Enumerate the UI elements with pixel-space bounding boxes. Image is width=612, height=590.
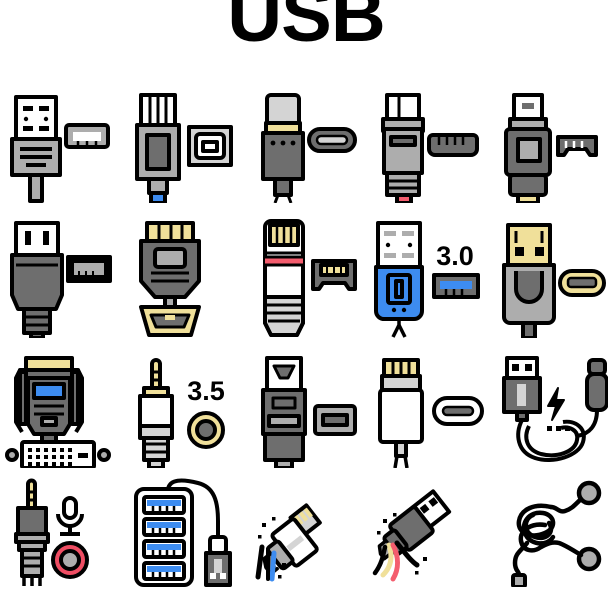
- icon-grid: 3.0: [0, 78, 612, 588]
- icon-usb-3-0-connector-port[interactable]: 3.0: [367, 208, 489, 343]
- icon-audio-jack-3-5mm[interactable]: 3.5: [122, 343, 244, 473]
- icon-lightning-connector-usbc-port[interactable]: [367, 343, 489, 473]
- icon-usb-plug-grayscale[interactable]: [0, 208, 122, 343]
- icon-micro-usb-connector-port[interactable]: [367, 78, 489, 208]
- icon-microphone-jack-port[interactable]: [0, 473, 122, 588]
- icon-tangled-earphones-cable[interactable]: [490, 473, 612, 588]
- audio-jack-3-5-label: 3.5: [187, 376, 225, 406]
- icon-hdmi-connector-port[interactable]: [122, 208, 244, 343]
- icon-usb-hub-four-port[interactable]: [122, 473, 244, 588]
- icon-dvi-connector-port[interactable]: [0, 343, 122, 473]
- icon-usb-type-b-connector-port[interactable]: [122, 78, 244, 208]
- page-title: USB: [227, 0, 385, 58]
- icon-usb-type-a-connector-port[interactable]: [0, 78, 122, 208]
- usb-3-0-label: 3.0: [437, 241, 475, 271]
- icon-mini-usb-grayscale[interactable]: [245, 343, 367, 473]
- icon-broken-cable-frayed-wires[interactable]: [367, 473, 489, 588]
- icon-gold-usb-connector-port[interactable]: [490, 208, 612, 343]
- icon-usb-type-c-connector-port[interactable]: [245, 78, 367, 208]
- icon-rj45-ethernet-connector[interactable]: [245, 208, 367, 343]
- icon-broken-cable-blue[interactable]: [245, 473, 367, 588]
- icon-charging-cable-coiled[interactable]: [490, 343, 612, 473]
- icon-mini-usb-connector-port[interactable]: [490, 78, 612, 208]
